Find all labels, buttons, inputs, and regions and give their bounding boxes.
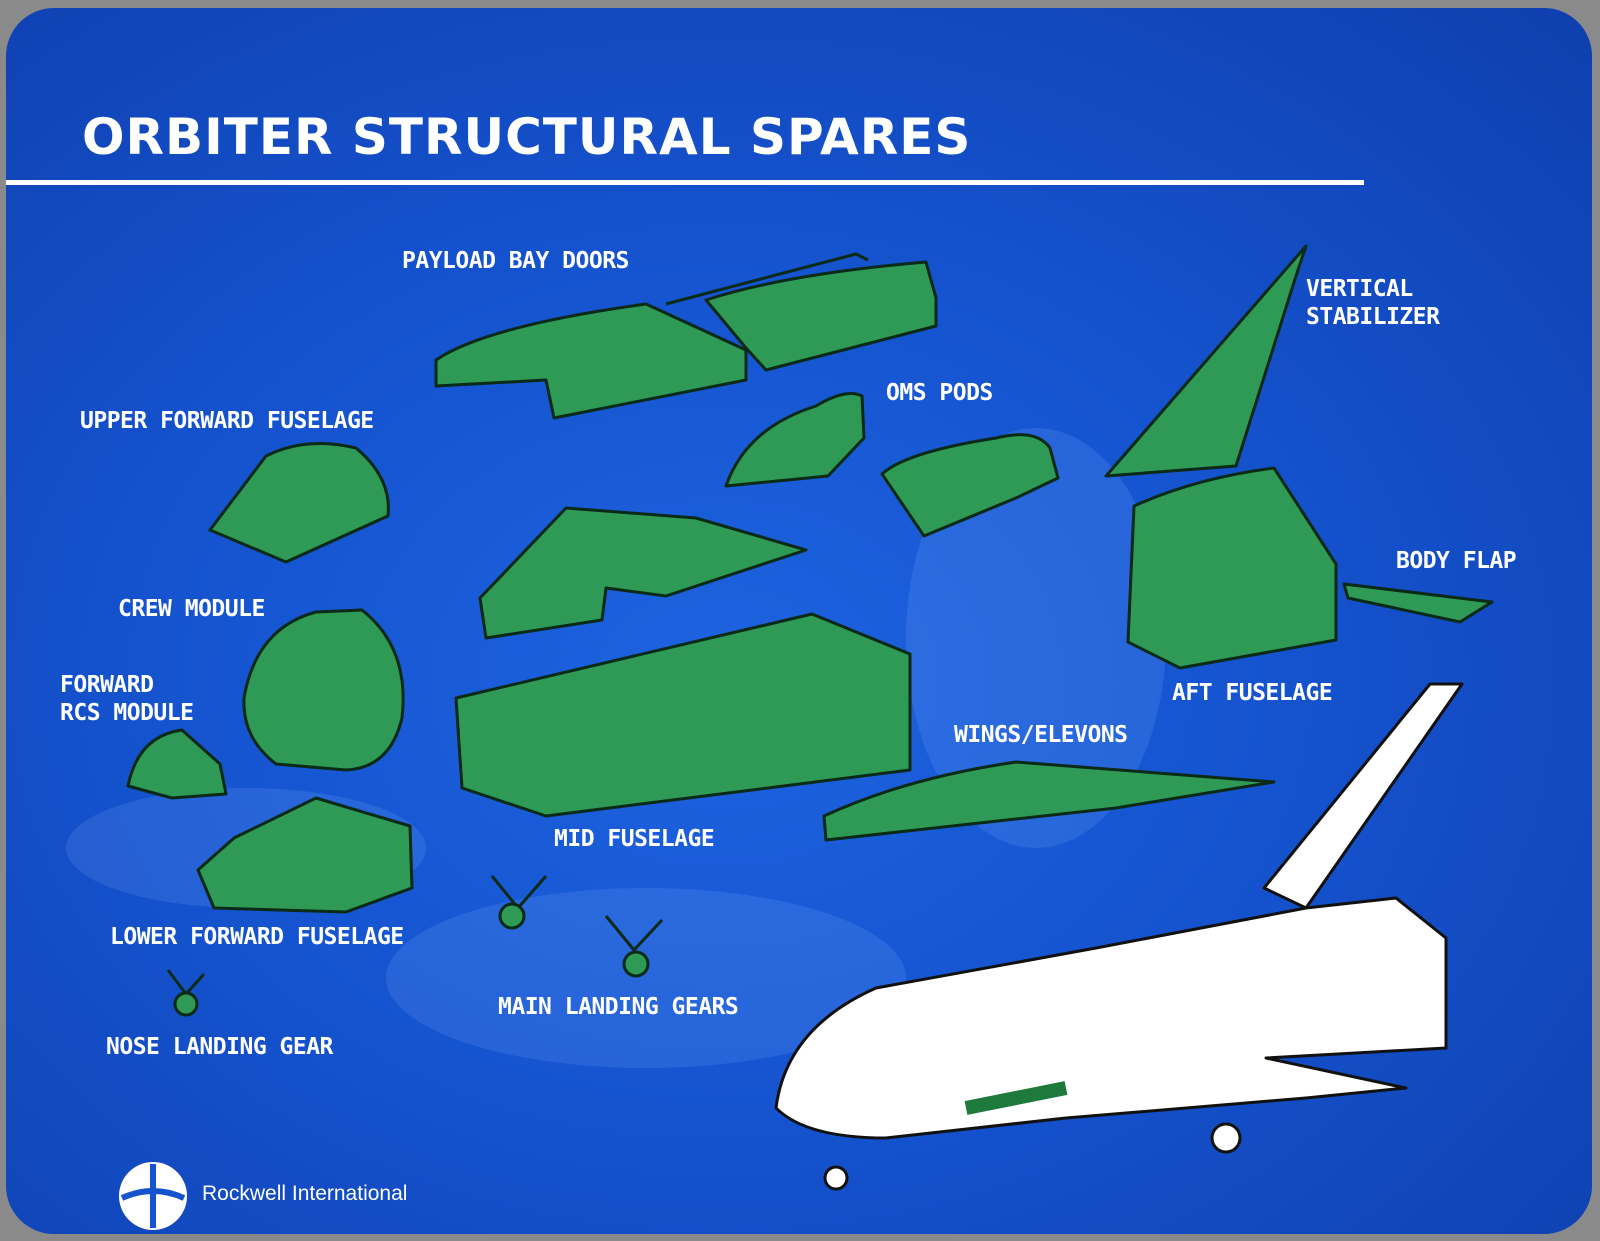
page-title: ORBITER STRUCTURAL SPARES bbox=[82, 108, 972, 166]
label-crew-module: CREW MODULE bbox=[118, 596, 265, 622]
payload-bay-door-left bbox=[434, 302, 748, 420]
parts-illustration bbox=[126, 244, 1494, 1191]
oms-pod-2 bbox=[880, 433, 1060, 538]
label-aft-fuselage: AFT FUSELAGE bbox=[1172, 680, 1333, 706]
label-upper-forward-fuselage: UPPER FORWARD FUSELAGE bbox=[80, 408, 374, 434]
aft-fuselage bbox=[1126, 466, 1338, 670]
label-mid-fuselage: MID FUSELAGE bbox=[554, 826, 715, 852]
forward-rcs-module bbox=[126, 728, 228, 800]
lower-forward-fuselage bbox=[196, 796, 414, 914]
brand-name: Rockwell International bbox=[202, 1182, 408, 1205]
rockwell-logo-icon bbox=[119, 1162, 187, 1230]
label-body-flap: BODY FLAP bbox=[1396, 548, 1517, 574]
body-flap bbox=[1342, 582, 1494, 624]
label-vertical-stabilizer-line2: STABILIZER bbox=[1306, 304, 1440, 330]
label-forward-rcs-line1: FORWARD bbox=[60, 672, 154, 698]
title-divider bbox=[6, 180, 1364, 185]
main-landing-gear-2 bbox=[604, 915, 664, 978]
signboard: ORBITER STRUCTURAL SPARES bbox=[6, 8, 1592, 1234]
label-main-landing-gears: MAIN LANDING GEARS bbox=[498, 994, 739, 1020]
label-vertical-stabilizer-line1: VERTICAL bbox=[1306, 276, 1413, 302]
crew-module bbox=[242, 608, 405, 772]
label-payload-bay-doors: PAYLOAD BAY DOORS bbox=[402, 248, 629, 274]
label-wings-elevons: WINGS/ELEVONS bbox=[954, 722, 1128, 748]
oms-pod-1 bbox=[724, 392, 866, 488]
label-nose-landing-gear: NOSE LANDING GEAR bbox=[106, 1034, 333, 1060]
mid-fuselage bbox=[454, 612, 912, 818]
label-oms-pods: OMS PODS bbox=[886, 380, 993, 406]
label-lower-forward-fuselage: LOWER FORWARD FUSELAGE bbox=[110, 924, 404, 950]
wing-elevons bbox=[822, 760, 1276, 842]
nose-landing-gear bbox=[166, 969, 206, 1017]
label-forward-rcs-line2: RCS MODULE bbox=[60, 700, 194, 726]
main-landing-gear-1 bbox=[490, 875, 548, 930]
wing-upper bbox=[478, 506, 808, 640]
payload-bay-door-right bbox=[704, 260, 938, 372]
orbiter-illustration bbox=[774, 682, 1464, 1191]
upper-forward-fuselage bbox=[208, 442, 390, 564]
vertical-stabilizer bbox=[1104, 244, 1308, 478]
